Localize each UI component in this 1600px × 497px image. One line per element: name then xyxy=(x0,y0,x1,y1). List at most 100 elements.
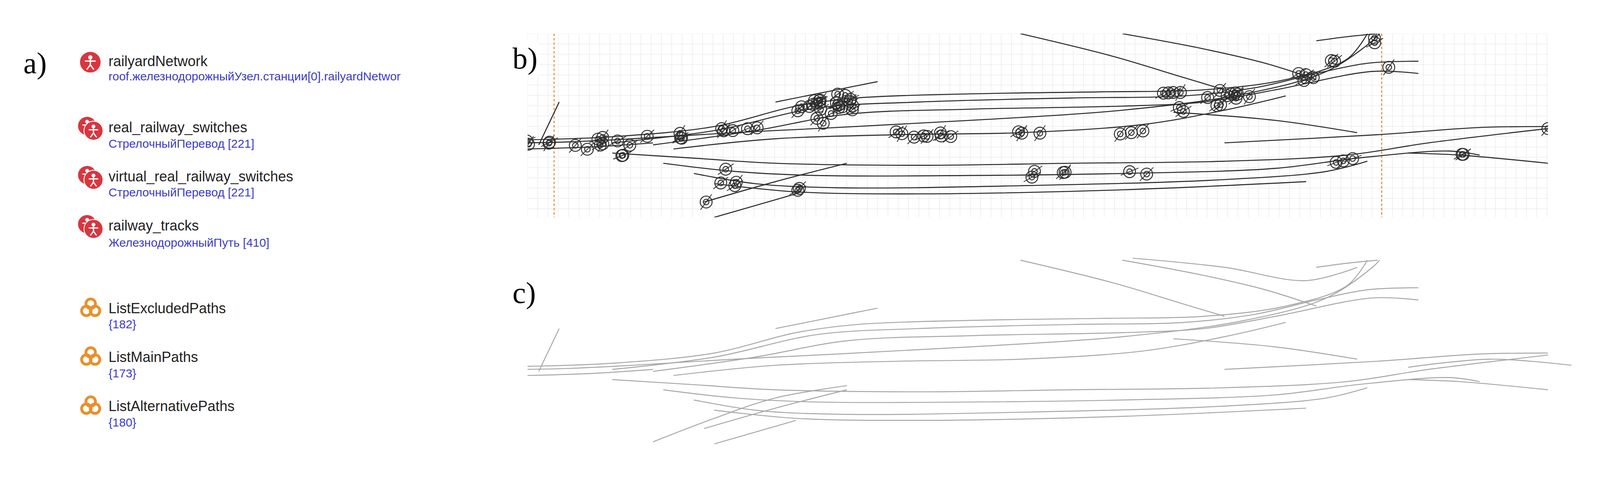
grid-line xyxy=(949,33,951,218)
switch-ring xyxy=(1025,171,1038,183)
track-line xyxy=(1132,258,1358,281)
switch-marker xyxy=(836,89,855,102)
boundary-line xyxy=(1380,33,1383,218)
grid-line xyxy=(1289,33,1290,218)
switch-ring xyxy=(623,139,636,152)
grid-line xyxy=(1217,33,1218,218)
track-line xyxy=(1408,379,1549,390)
grid-line xyxy=(815,33,817,218)
switch-ring xyxy=(1337,154,1350,167)
switch-marker xyxy=(1228,92,1244,105)
grid-line xyxy=(1536,33,1538,218)
switch-core xyxy=(817,97,823,103)
switch-ring xyxy=(569,139,582,152)
switch-core xyxy=(584,146,591,153)
boundary-line xyxy=(553,33,555,218)
switch-core xyxy=(1204,94,1211,101)
switch-ring xyxy=(1201,91,1214,104)
switch-core xyxy=(794,108,801,114)
switch-core xyxy=(1019,130,1025,136)
track-line xyxy=(1122,33,1317,80)
switch-tick xyxy=(1114,126,1126,142)
switch-marker xyxy=(1175,105,1192,118)
switch-marker xyxy=(1015,125,1028,141)
variable-name: railway_tracks xyxy=(106,217,201,234)
switch-core xyxy=(1214,102,1220,109)
switch-marker xyxy=(833,100,852,113)
track-line xyxy=(1224,352,1549,370)
track-line xyxy=(714,408,1307,421)
grid-line xyxy=(578,33,580,218)
switch-marker xyxy=(672,131,689,144)
track-line xyxy=(1408,359,1572,368)
grid-line xyxy=(1011,33,1012,218)
switch-marker xyxy=(933,129,950,142)
switch-marker xyxy=(1343,152,1362,165)
switch-core xyxy=(619,152,625,159)
variable-type: roof.железнодорожныйУзел.станции[0].rail… xyxy=(106,69,403,83)
network-panel xyxy=(527,33,1549,218)
grid-line xyxy=(1433,33,1435,218)
track-line xyxy=(775,81,878,103)
grid-line xyxy=(527,64,1549,65)
grid-line xyxy=(1093,33,1095,218)
agent-head xyxy=(88,55,93,60)
switch-ring xyxy=(1328,55,1341,68)
switch-marker xyxy=(1366,36,1383,49)
switch-tick xyxy=(907,130,921,145)
switch-marker xyxy=(1337,153,1350,169)
panel-letter: b) xyxy=(510,41,540,76)
switch-marker xyxy=(789,184,806,197)
grid-line xyxy=(1525,33,1527,218)
switch-core xyxy=(644,133,650,140)
icon xyxy=(81,347,100,365)
switch-core xyxy=(1037,130,1043,136)
switch-ring xyxy=(935,129,947,142)
switch-ring xyxy=(641,130,654,143)
grid-line xyxy=(671,33,673,218)
switch-marker xyxy=(592,139,609,151)
grid-line xyxy=(527,74,1549,76)
variable-name: real_railway_switches xyxy=(106,119,249,136)
agent-body xyxy=(85,60,96,70)
grid-line xyxy=(733,33,734,218)
switch-ring xyxy=(1034,127,1046,140)
switch-marker xyxy=(810,111,823,126)
switch-ring xyxy=(836,100,849,113)
track-line xyxy=(1408,152,1549,164)
switch-core xyxy=(893,129,900,135)
switch-ring xyxy=(1292,67,1305,80)
grid-line xyxy=(908,33,909,218)
switch-core xyxy=(1140,128,1146,134)
switch-marker xyxy=(713,177,728,189)
collection-size: {180} xyxy=(106,415,138,429)
switch-ring xyxy=(594,139,607,151)
grid-line xyxy=(1186,33,1187,218)
switch-core xyxy=(1128,129,1135,136)
switch-tick xyxy=(888,125,904,138)
grid-line xyxy=(527,84,1549,86)
grid-line xyxy=(825,33,827,218)
grid-line xyxy=(928,33,930,218)
switch-core xyxy=(1340,158,1347,164)
grid-line xyxy=(939,33,940,218)
icon xyxy=(81,299,100,316)
switch-tick xyxy=(569,138,582,153)
grid-line xyxy=(969,33,971,218)
grid-line xyxy=(1474,33,1476,218)
switch-core xyxy=(1349,155,1356,162)
switch-core xyxy=(744,125,751,132)
switch-ring xyxy=(1177,105,1190,118)
switch-marker xyxy=(1243,88,1256,105)
collection-ring xyxy=(85,299,96,309)
grid-line xyxy=(702,33,703,218)
track-line xyxy=(612,128,1549,166)
track-line xyxy=(714,194,797,218)
switch-marker xyxy=(907,130,921,145)
switch-marker xyxy=(1453,148,1471,161)
grid-line xyxy=(836,33,837,218)
switch-core xyxy=(546,139,553,145)
track-line xyxy=(527,33,1368,140)
grid-line xyxy=(630,33,631,218)
grid-line xyxy=(558,33,559,218)
